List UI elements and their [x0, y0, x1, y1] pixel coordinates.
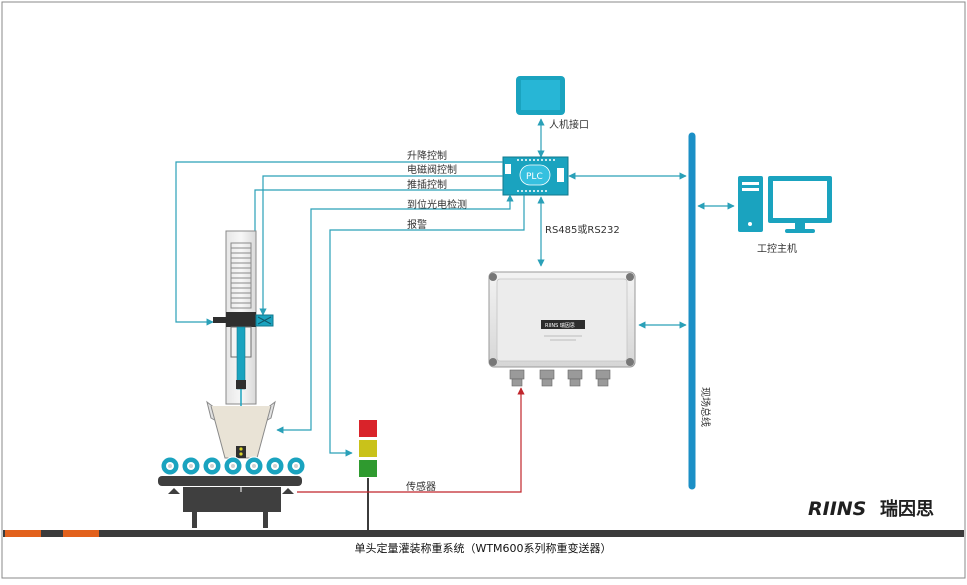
brand-logo-cn: 瑞因思 — [880, 499, 934, 520]
filling-machine — [158, 230, 306, 528]
solenoid-label: 电磁阀控制 — [407, 163, 457, 176]
lift-label: 升降控制 — [407, 149, 447, 162]
bus-label: 现场总线 — [699, 387, 712, 427]
solenoid-line — [259, 175, 503, 316]
computer-icon — [738, 176, 832, 233]
photo-line — [276, 194, 514, 434]
sensor-line — [297, 387, 525, 493]
alarm-line — [329, 195, 525, 457]
transmitter-logo: RIINS 瑞因思 — [545, 322, 575, 329]
sensor-label: 传感器 — [406, 480, 436, 493]
rs-label: RS485或RS232 — [545, 224, 620, 236]
hmi-label: 人机接口 — [549, 118, 589, 131]
brand-logo-en: RIINS — [808, 498, 866, 520]
hmi-icon — [516, 76, 565, 115]
photo-label: 到位光电检测 — [407, 198, 467, 211]
alarm-label: 报警 — [407, 218, 427, 231]
diagram-caption: 单头定量灌装称重系统（WTM600系列称重变送器） — [354, 541, 611, 555]
signal-tower — [359, 420, 377, 530]
footer-bar — [3, 530, 964, 537]
transmitter-box — [488, 271, 636, 387]
plc-icon — [502, 156, 569, 196]
pc-label: 工控主机 — [757, 242, 797, 255]
plc-label: PLC — [526, 172, 543, 182]
push-label: 推插控制 — [407, 178, 447, 191]
lift-line — [175, 161, 503, 326]
